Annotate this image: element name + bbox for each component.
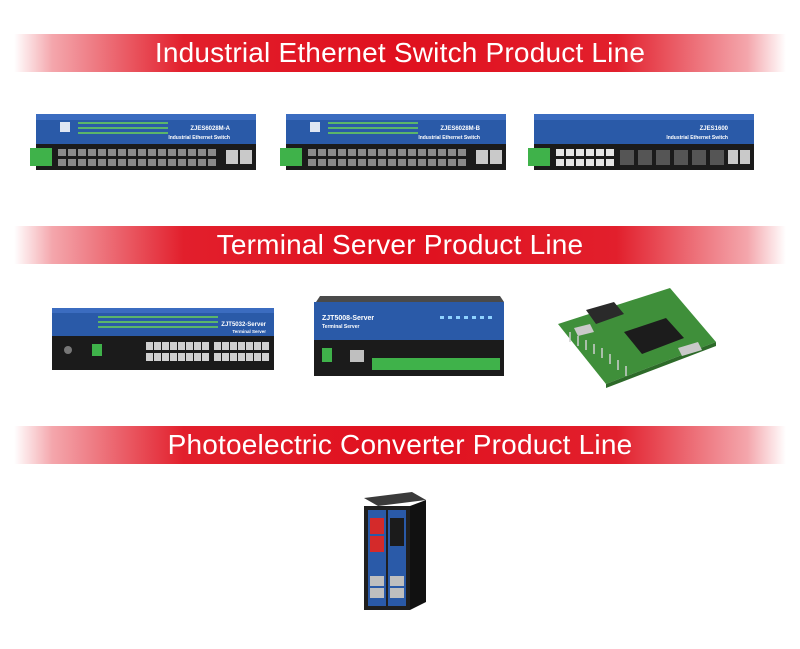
industrial-switch-image: ZJES1600 Industrial Ethernet Switch xyxy=(528,112,758,178)
switch-model-label: ZJES6028M-B xyxy=(440,126,480,132)
section-banner-terminal-server: Terminal Server Product Line xyxy=(14,226,786,264)
server-model-label: ZJT5008-Server xyxy=(322,315,374,322)
switch-caption-label: Industrial Ethernet Switch xyxy=(418,135,480,141)
section-banner-photoelectric-converter: Photoelectric Converter Product Line xyxy=(14,426,786,464)
section-banner-ethernet-switch: Industrial Ethernet Switch Product Line xyxy=(14,34,786,72)
industrial-switch-image: ZJES6028M-B Industrial Ethernet Switch xyxy=(280,112,510,178)
embedded-module-image xyxy=(550,284,720,394)
server-caption-label: Terminal Server xyxy=(232,329,266,334)
server-caption-label: Terminal Server xyxy=(322,324,359,330)
switch-model-label: ZJES1600 xyxy=(700,126,729,132)
server-model-label: ZJT5032-Server xyxy=(221,322,266,328)
terminal-server-image: ZJT5008-Server Terminal Server xyxy=(310,296,506,382)
section-title: Photoelectric Converter Product Line xyxy=(167,429,633,460)
switch-caption-label: Industrial Ethernet Switch xyxy=(666,135,728,141)
switch-model-label: ZJES6028M-A xyxy=(190,126,230,132)
industrial-switch-image: ZJES6028M-A Industrial Ethernet Switch xyxy=(30,112,260,178)
terminal-server-image: ZJT5032-Server Terminal Server xyxy=(48,306,278,376)
switch-caption-label: Industrial Ethernet Switch xyxy=(168,135,230,141)
media-converter-image xyxy=(354,492,434,616)
section-title: Terminal Server Product Line xyxy=(216,229,584,260)
section-title: Industrial Ethernet Switch Product Line xyxy=(154,37,646,68)
